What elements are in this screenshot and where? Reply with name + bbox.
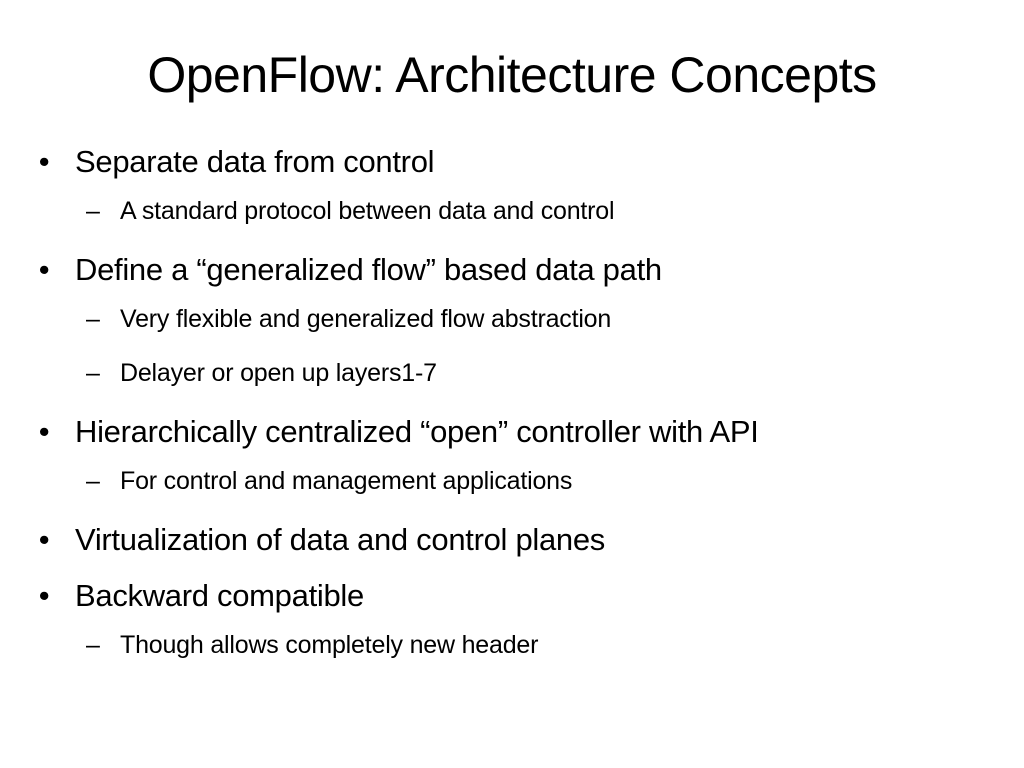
sub-bullet-text: Delayer or open up layers1-7 <box>120 359 437 387</box>
sub-bullet-text: For control and management applications <box>120 467 573 495</box>
bullet-item: • Separate data from control <box>34 142 994 182</box>
dash-marker: – <box>86 359 100 387</box>
bullet-text: Separate data from control <box>75 144 435 179</box>
bullet-marker: • <box>38 414 50 449</box>
sub-bullet-item: – A standard protocol between data and c… <box>34 194 994 228</box>
dash-marker: – <box>86 197 100 225</box>
dash-marker: – <box>86 305 100 333</box>
bullet-item: • Define a “generalized flow” based data… <box>34 250 994 290</box>
sub-bullet-text: A standard protocol between data and con… <box>120 197 615 225</box>
bullet-text: Hierarchically centralized “open” contro… <box>75 414 759 449</box>
sub-bullet-item: – Delayer or open up layers1-7 <box>34 356 994 390</box>
dash-marker: – <box>86 467 100 495</box>
bullet-text: Virtualization of data and control plane… <box>75 522 605 557</box>
sub-bullet-item: – Though allows completely new header <box>34 628 994 662</box>
sub-bullet-text: Very flexible and generalized flow abstr… <box>120 305 612 333</box>
sub-bullet-item: – For control and management application… <box>34 464 994 498</box>
bullet-marker: • <box>38 144 50 179</box>
sub-bullet-text: Though allows completely new header <box>120 631 539 659</box>
sub-bullet-item: – Very flexible and generalized flow abs… <box>34 302 994 336</box>
bullet-marker: • <box>38 522 50 557</box>
bullet-list: • Separate data from control – A standar… <box>34 142 994 662</box>
bullet-item: • Backward compatible <box>34 576 994 616</box>
bullet-item: • Hierarchically centralized “open” cont… <box>34 412 994 452</box>
bullet-text: Define a “generalized flow” based data p… <box>75 252 662 287</box>
bullet-item: • Virtualization of data and control pla… <box>34 520 994 560</box>
dash-marker: – <box>86 631 100 659</box>
bullet-text: Backward compatible <box>75 578 364 613</box>
bullet-marker: • <box>38 578 50 613</box>
bullet-marker: • <box>38 252 50 287</box>
slide-title: OpenFlow: Architecture Concepts <box>147 47 877 103</box>
